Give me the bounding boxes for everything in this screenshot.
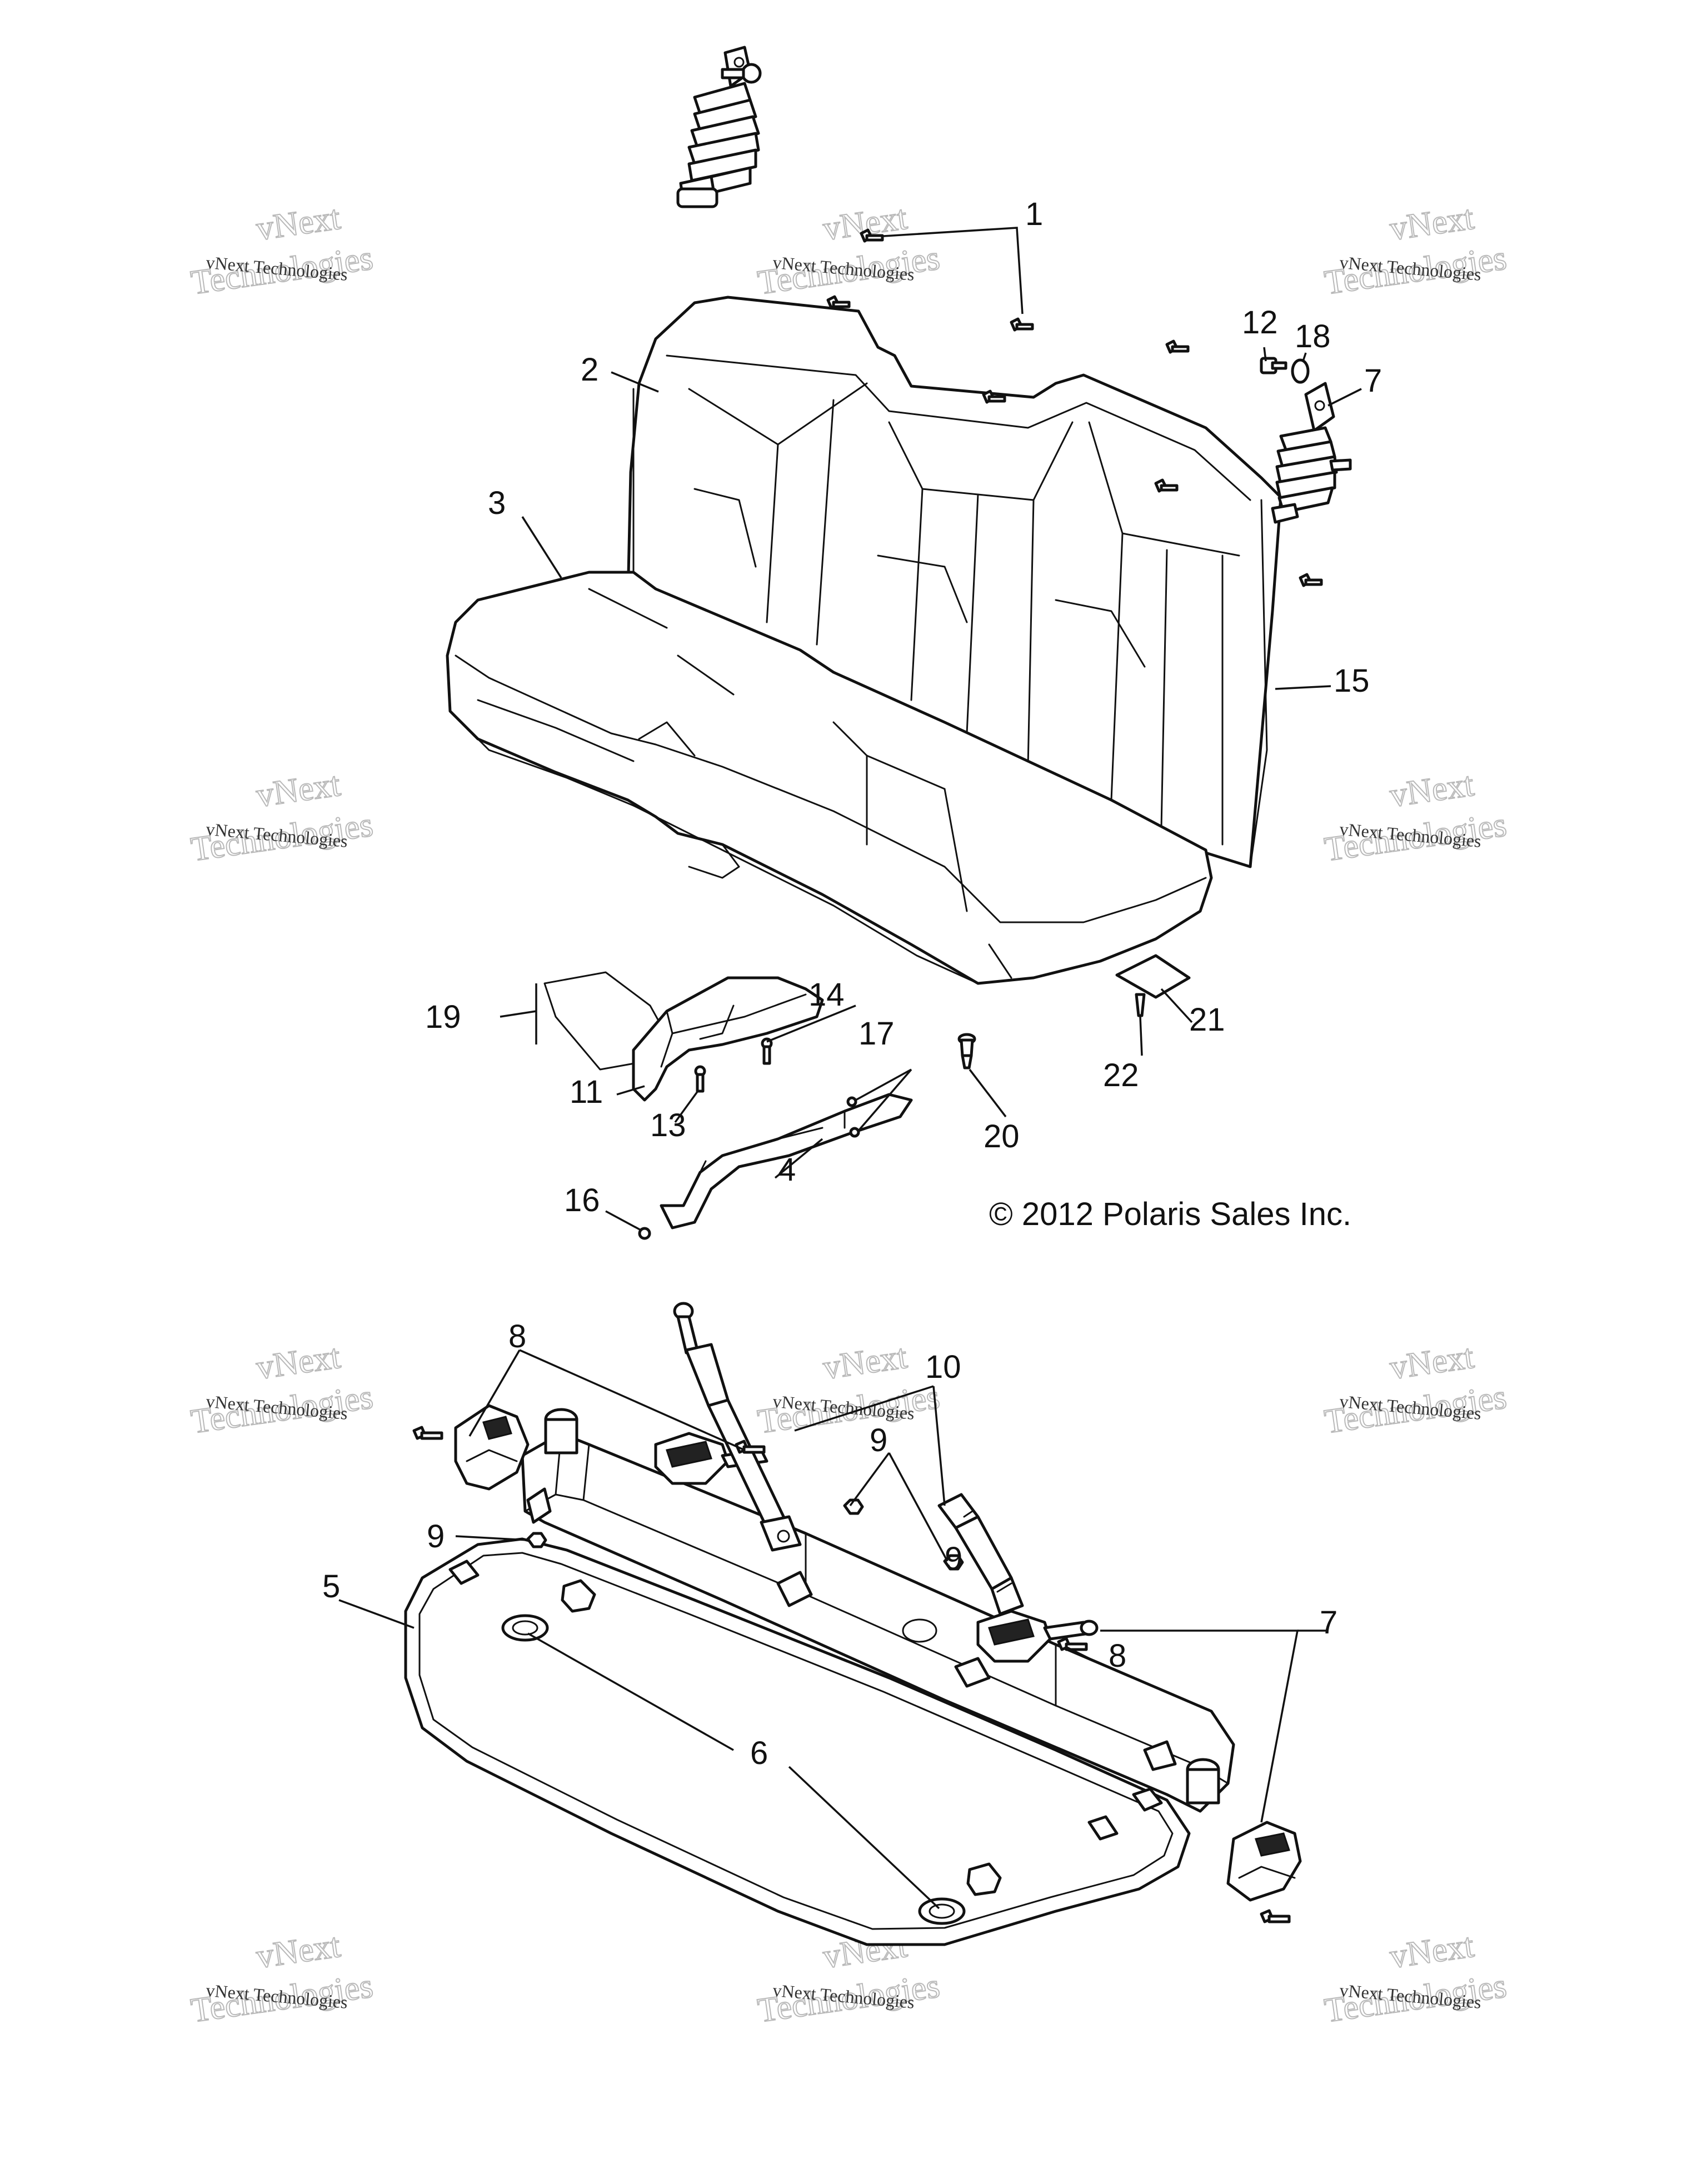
callout-9-left: 9: [427, 1518, 445, 1555]
callout-6: 6: [750, 1735, 768, 1771]
callout-8-lower: 8: [1109, 1638, 1126, 1674]
watermark-small-text: vNext: [821, 1338, 910, 1387]
callout-20: 20: [984, 1118, 1020, 1155]
callout-13: 13: [650, 1107, 686, 1143]
callout-9-right: 9: [945, 1541, 962, 1577]
callout-17: 17: [859, 1016, 895, 1052]
grommet-icon: [561, 1579, 596, 1613]
clip-icon: [849, 1127, 860, 1138]
bolt-icon: [412, 1426, 443, 1440]
seatbelt-buckle-icon: [454, 1404, 530, 1491]
bolt-group: [826, 228, 1323, 587]
callout-18: 18: [1295, 318, 1331, 354]
watermark-1: Technologies vNext vNext Technologies: [188, 198, 376, 303]
bolt-icon: [982, 389, 1006, 404]
watermark-small-text: vNext: [1387, 1338, 1476, 1387]
seatbelt-buckle-icon: [1226, 1821, 1302, 1902]
callout-9-center: 9: [870, 1422, 887, 1458]
bracket-icon: [660, 1093, 913, 1230]
callout-10: 10: [925, 1349, 961, 1385]
watermark-small-text: vNext: [1387, 1927, 1476, 1976]
seatbelt-strap-icon: [937, 1493, 1024, 1616]
callout-15: 15: [1334, 663, 1370, 699]
watermark-3: Technologies vNext vNext Technologies: [1321, 198, 1509, 303]
watermark-small-text: vNext: [254, 1338, 343, 1387]
seat-spring-icon: [1271, 382, 1352, 524]
callout-14: 14: [808, 977, 845, 1013]
bolt-icon: [735, 1440, 766, 1454]
watermark-small-text: vNext: [254, 199, 343, 248]
callout-5: 5: [322, 1568, 340, 1605]
bolt-icon: [721, 63, 762, 84]
grommet-icon: [501, 1614, 549, 1642]
bolt-icon: [860, 228, 884, 243]
clip-icon: [846, 1096, 857, 1107]
callout-22: 22: [1103, 1057, 1139, 1093]
bolt-icon: [1135, 993, 1146, 1017]
bracket-icon: [1115, 954, 1191, 999]
watermark-4: Technologies vNext vNext Technologies: [188, 765, 376, 869]
bolt-icon: [1010, 317, 1034, 332]
seat-base-frame-icon: [404, 1408, 1235, 1946]
nut-icon: [843, 1498, 864, 1515]
seatbelt-buckle-icon: [976, 1610, 1099, 1663]
callout-1: 1: [1025, 196, 1043, 232]
callout-19: 19: [425, 999, 461, 1035]
watermark-2: Technologies vNext vNext Technologies: [755, 198, 942, 303]
bolt-icon: [826, 295, 851, 309]
bolt-icon: [694, 1065, 706, 1093]
callout-8-upper: 8: [508, 1318, 526, 1355]
leader-lines: [338, 227, 1362, 1910]
watermark-8: Technologies vNext vNext Technologies: [755, 1337, 942, 1442]
callout-labels: 1 2 3 4 5 6 7 7 8 8 9 9 9 10 11 12 13 14…: [322, 196, 1382, 1771]
grommet-icon: [966, 1862, 1002, 1896]
callout-21: 21: [1189, 1002, 1225, 1038]
callout-2: 2: [581, 352, 598, 388]
watermark-6: Technologies vNext vNext Technologies: [1321, 765, 1509, 869]
seat-bottom-icon: [446, 571, 1213, 985]
watermark-small-text: vNext: [254, 766, 343, 814]
seatbelt-strap-icon: [673, 1302, 802, 1552]
clip-icon: [957, 1033, 976, 1069]
callout-11: 11: [570, 1074, 603, 1110]
watermark-small-text: vNext: [254, 1927, 343, 1976]
nut-icon: [943, 1554, 964, 1571]
callout-7-upper: 7: [1364, 363, 1382, 399]
bolt-icon: [761, 1037, 773, 1065]
watermark-10: Technologies vNext vNext Technologies: [188, 1926, 376, 2031]
watermark-7: Technologies vNext vNext Technologies: [188, 1337, 376, 1442]
grommet-icon: [918, 1897, 966, 1925]
bolt-icon: [1154, 478, 1179, 493]
nut-icon: [526, 1532, 547, 1548]
bolt-icon: [1260, 1909, 1291, 1923]
bolt-icon: [1165, 339, 1190, 354]
bolt-icon: [638, 1227, 651, 1240]
watermark-small-text: vNext: [1387, 199, 1476, 248]
watermark-small-text: vNext: [1387, 766, 1476, 814]
bolt-icon: [1260, 357, 1287, 374]
callout-16: 16: [564, 1182, 600, 1218]
bolt-icon: [1299, 573, 1323, 587]
bolt-icon: [1057, 1637, 1088, 1651]
callout-12: 12: [1242, 304, 1278, 341]
watermark-9: Technologies vNext vNext Technologies: [1321, 1337, 1509, 1442]
watermark-12: Technologies vNext vNext Technologies: [1321, 1926, 1509, 2031]
bracket-icon: [632, 976, 824, 1102]
seat-back-icon: [626, 296, 1282, 868]
copyright-notice: © 2012 Polaris Sales Inc.: [989, 1196, 1351, 1232]
callout-7-lower: 7: [1320, 1605, 1337, 1641]
callout-3: 3: [488, 485, 506, 521]
washer-icon: [1291, 358, 1310, 384]
callout-4: 4: [778, 1152, 796, 1188]
